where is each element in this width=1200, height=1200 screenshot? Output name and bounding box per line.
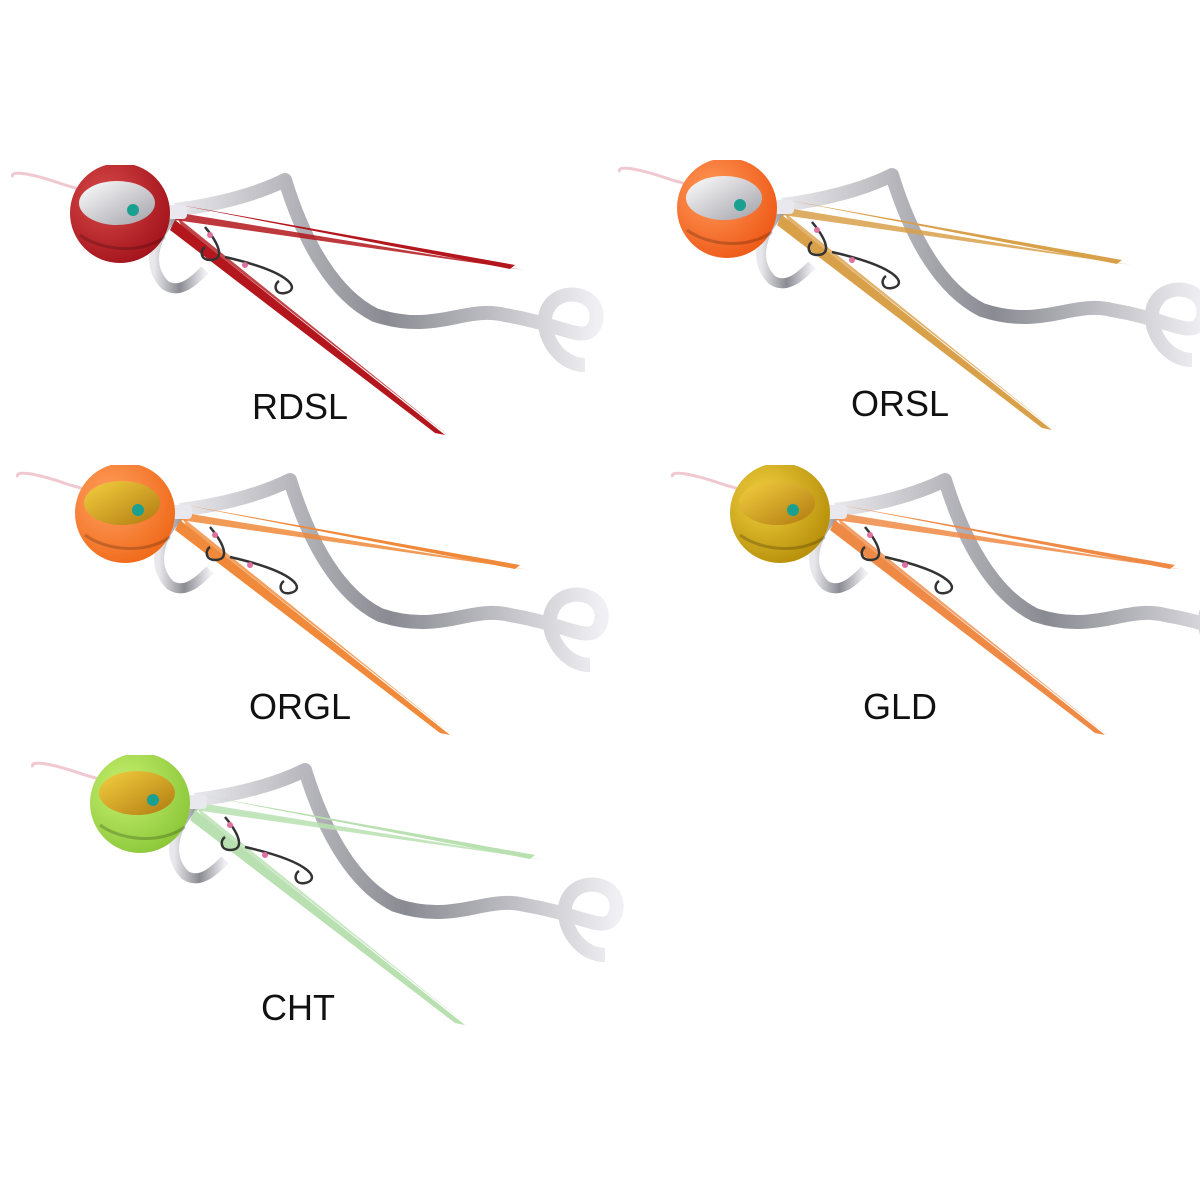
bead <box>227 822 233 828</box>
line-loop <box>617 166 708 192</box>
skirt-strand <box>175 213 525 270</box>
skirt-strand <box>782 208 1132 265</box>
lure-rdsl <box>5 165 605 455</box>
skirt-strand <box>180 513 530 570</box>
variant-label: ORSL <box>850 383 950 424</box>
skirt-strand <box>837 517 1110 737</box>
head-plate <box>84 481 160 525</box>
bead <box>849 257 855 263</box>
skirt-strand <box>195 803 545 860</box>
lure-detail <box>686 228 773 245</box>
eye-icon <box>127 204 139 216</box>
lure-cht <box>25 755 625 1045</box>
lure-gld <box>665 465 1200 755</box>
bead <box>242 262 248 268</box>
lure-detail <box>84 533 171 550</box>
skirt-strand <box>830 520 1105 735</box>
skirt-strand <box>840 505 1175 569</box>
eye-icon <box>787 504 799 516</box>
variant-label: GLD <box>862 686 938 727</box>
lure-detail <box>739 533 826 550</box>
lure-detail <box>79 233 166 250</box>
skirt-strand <box>835 513 1185 570</box>
bead <box>207 232 213 238</box>
head-tube <box>165 205 187 219</box>
lure-orgl <box>10 465 610 755</box>
hook <box>224 255 294 295</box>
bead <box>247 562 253 568</box>
hook <box>831 250 901 290</box>
skirt-strand <box>177 217 450 437</box>
hook <box>205 526 226 562</box>
variant-label: CHT <box>261 987 335 1028</box>
skirt-strand <box>180 205 515 269</box>
hook <box>860 526 881 562</box>
bead <box>814 227 820 233</box>
variant-label: RDSL <box>251 386 349 427</box>
line-loop <box>670 471 761 497</box>
silver-ribbon <box>174 173 604 372</box>
head-plate <box>99 771 175 815</box>
skirt-strand <box>787 200 1122 264</box>
skirt-strand <box>185 505 520 569</box>
skirt-strand <box>777 215 1052 430</box>
bead <box>212 532 218 538</box>
skirt-strand <box>170 220 445 435</box>
eye-icon <box>147 794 159 806</box>
head-plate <box>739 481 815 525</box>
bead <box>902 562 908 568</box>
skirt-strand <box>784 212 1057 432</box>
line-loop <box>30 761 121 787</box>
head-tube <box>185 795 207 809</box>
head-tube <box>772 200 794 214</box>
hook <box>220 816 241 852</box>
silver-ribbon <box>194 763 624 962</box>
line-loop <box>10 171 101 197</box>
bead <box>262 852 268 858</box>
silver-ribbon <box>781 168 1200 367</box>
eye-icon <box>734 199 746 211</box>
line-loop <box>15 471 106 497</box>
lure-orsl <box>612 160 1200 450</box>
silver-ribbon <box>179 473 609 672</box>
skirt-strand <box>190 810 465 1025</box>
head-tube <box>825 505 847 519</box>
hook <box>884 555 954 595</box>
head-plate <box>686 176 762 220</box>
head-plate <box>79 181 155 225</box>
head-tube <box>170 505 192 519</box>
skirt-strand <box>200 795 535 859</box>
hook <box>807 221 828 257</box>
skirt-strand <box>175 520 450 735</box>
bead <box>867 532 873 538</box>
lure-detail <box>99 823 186 840</box>
eye-icon <box>132 504 144 516</box>
hook <box>200 226 221 262</box>
silver-ribbon <box>834 473 1200 635</box>
skirt-strand <box>182 517 455 737</box>
hook <box>244 845 314 885</box>
variant-label: ORGL <box>248 686 352 727</box>
hook <box>229 555 299 595</box>
skirt-strand <box>197 807 470 1027</box>
